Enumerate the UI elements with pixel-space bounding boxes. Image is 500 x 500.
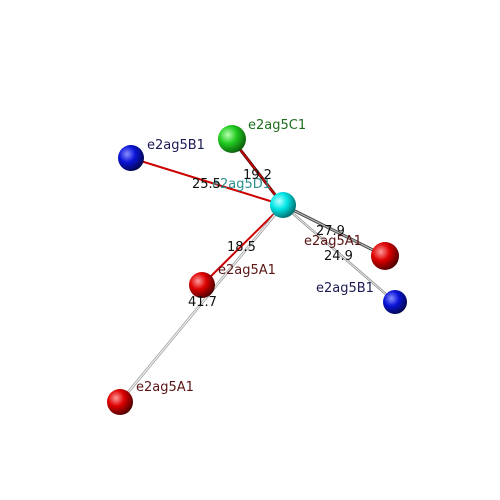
atom-label-b1-left: e2ag5B1 xyxy=(147,138,205,153)
bond-d1-b1 xyxy=(130,157,284,206)
atom-e2ag5A1-right[interactable] xyxy=(371,242,399,270)
atom-label-d1: e2ag5D1 xyxy=(212,177,271,192)
atom-label-c1: e2ag5C1 xyxy=(248,118,306,133)
distance-label-d1-b1-right: 24.9 xyxy=(324,249,353,264)
bond-a1-a1-bottom xyxy=(118,204,285,403)
atom-e2ag5D1[interactable] xyxy=(270,192,296,218)
atom-e2ag5A1-center[interactable] xyxy=(189,272,215,298)
atom-e2ag5A1-bottom[interactable] xyxy=(107,389,133,415)
atom-label-a1-center: e2ag5A1 xyxy=(218,263,276,278)
atom-label-b1-right: e2ag5B1 xyxy=(316,281,374,296)
distance-label-d1-c1: 19.2 xyxy=(243,168,272,183)
bond-d1-b1-right xyxy=(282,204,396,303)
atom-e2ag5B1-right[interactable] xyxy=(383,290,407,314)
atom-label-a1-bottom: e2ag5A1 xyxy=(136,380,194,395)
distance-label-d1-a1-right: 27.9 xyxy=(316,224,345,239)
atom-label-a1-right: e2ag5A1 xyxy=(304,234,362,249)
bond-d1-a1-center xyxy=(201,204,284,286)
atom-e2ag5C1[interactable] xyxy=(218,125,246,153)
distance-label-a1-bottom: 41.7 xyxy=(188,295,217,310)
atom-e2ag5B1-left[interactable] xyxy=(118,145,144,171)
bond-d1-a1-right xyxy=(282,203,386,258)
distance-label-d1-b1: 25.5 xyxy=(192,177,221,192)
distance-label-d1-a1-center: 18.5 xyxy=(227,240,256,255)
